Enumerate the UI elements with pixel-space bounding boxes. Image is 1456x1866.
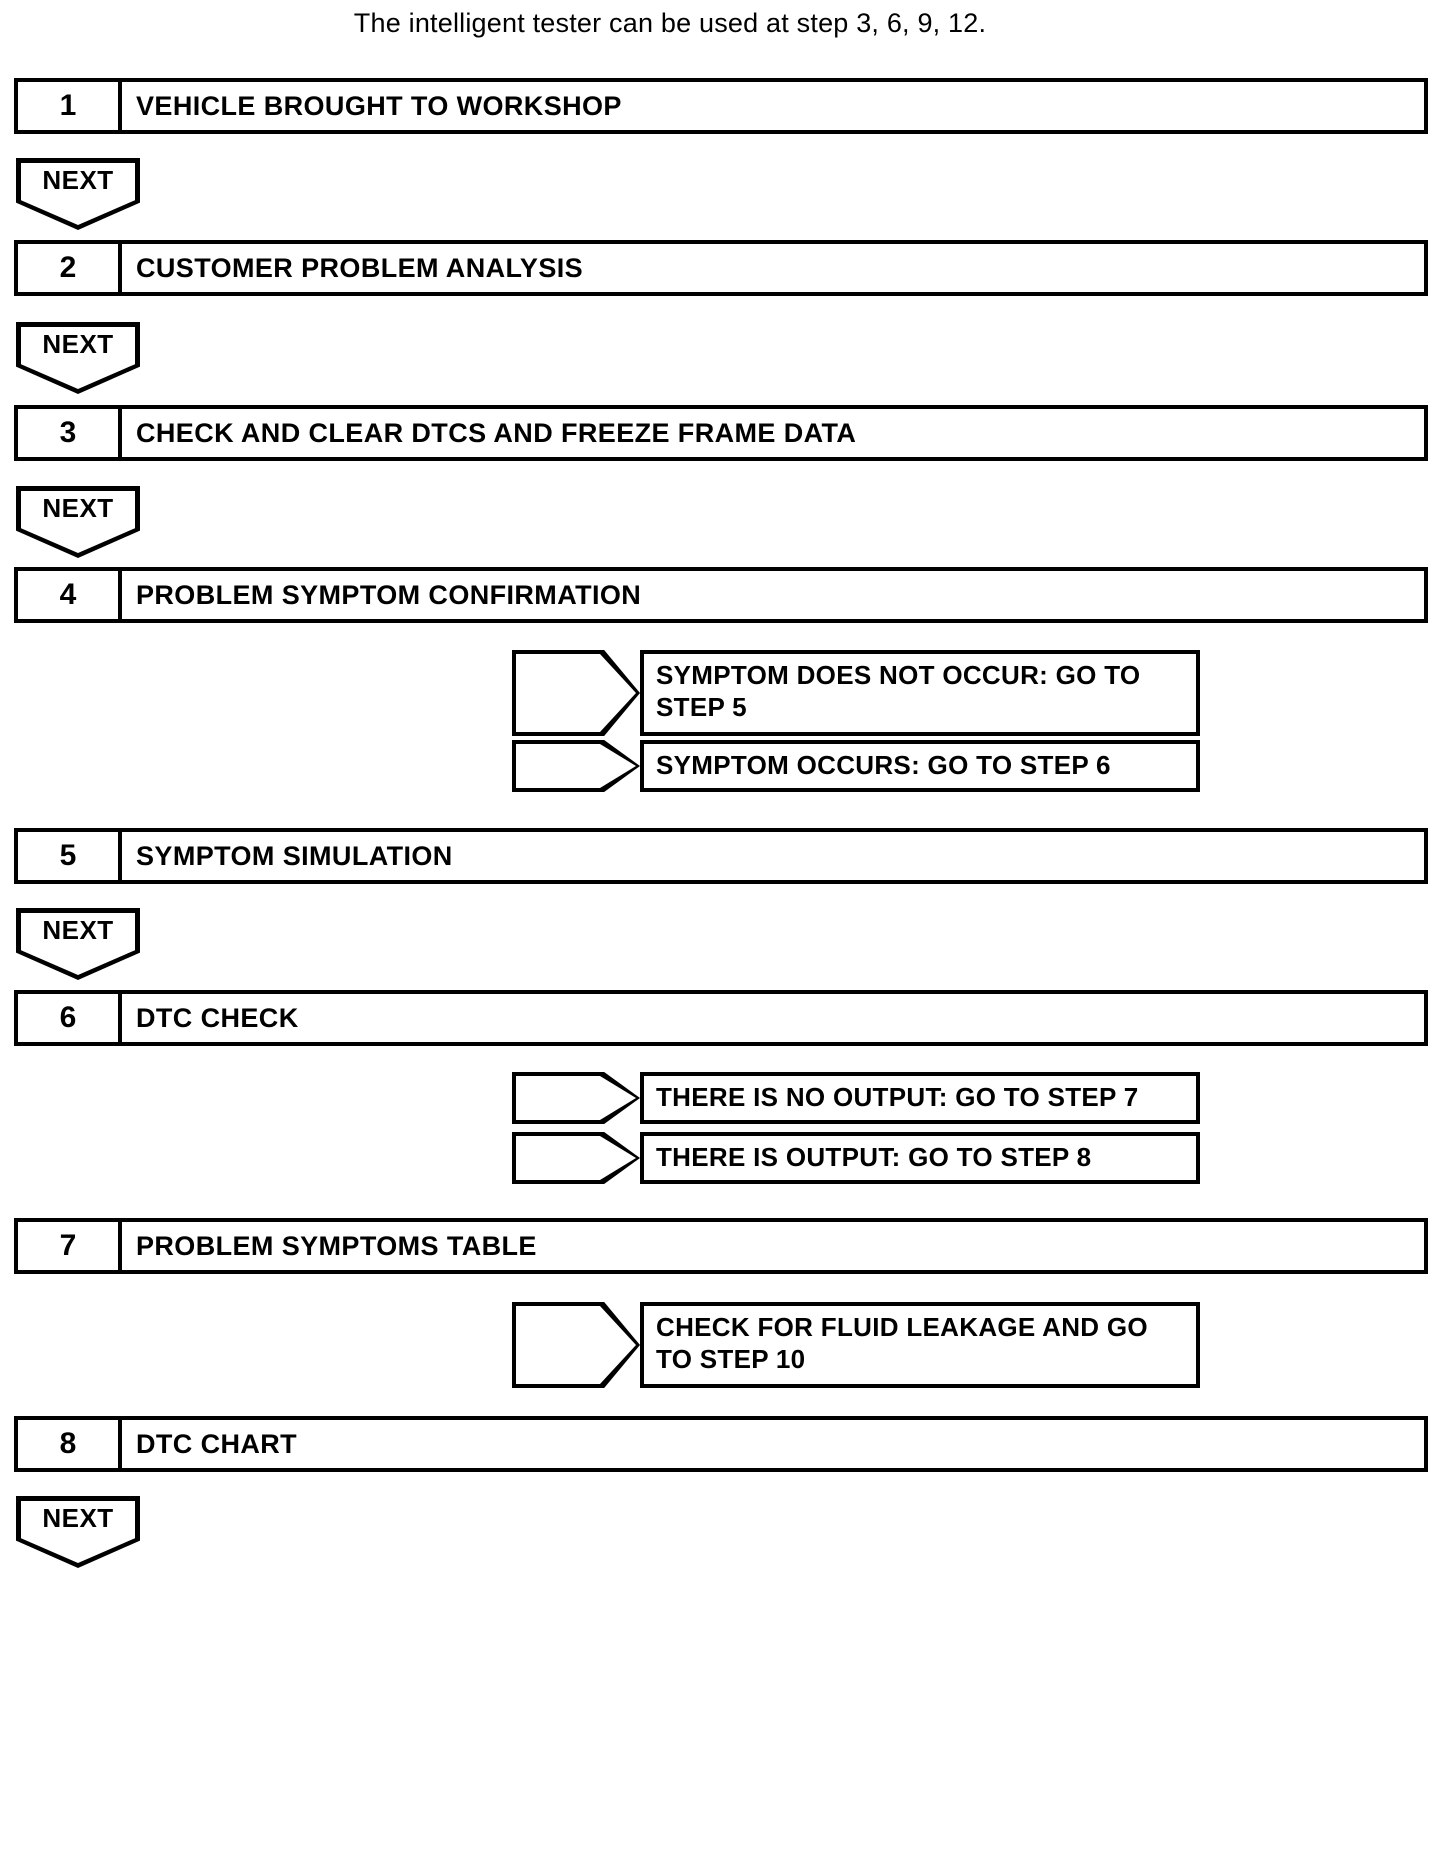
step-row-4: 4 PROBLEM SYMPTOM CONFIRMATION [14, 567, 1428, 623]
branch-label-symptom-does-not-occur: SYMPTOM DOES NOT OCCUR: GO TO STEP 5 [640, 650, 1200, 736]
branch-group-symptom-does-not-occur: SYMPTOM DOES NOT OCCUR: GO TO STEP 5 [512, 650, 1200, 736]
step-row-1: 1 VEHICLE BROUGHT TO WORKSHOP [14, 78, 1428, 134]
step-number-2: 2 [18, 244, 122, 292]
header-note: The intelligent tester can be used at st… [353, 8, 987, 38]
step-number-7: 7 [18, 1222, 122, 1270]
branch-group-no-output: THERE IS NO OUTPUT: GO TO STEP 7 [512, 1072, 1200, 1124]
branch-group-fluid-leakage: CHECK FOR FLUID LEAKAGE AND GO TO STEP 1… [512, 1302, 1200, 1388]
next-arrow-label-5: NEXT [42, 1503, 114, 1533]
step-label-5: SYMPTOM SIMULATION [136, 840, 453, 871]
step-number-6: 6 [18, 994, 122, 1042]
step-label-3: CHECK AND CLEAR DTCS AND FREEZE FRAME DA… [136, 417, 857, 448]
next-arrow-1: NEXT [16, 158, 140, 230]
next-arrow-3: NEXT [16, 486, 140, 558]
step-row-6: 6 DTC CHECK [14, 990, 1428, 1046]
branch-arrow-icon [512, 650, 640, 736]
branch-group-symptom-occurs: SYMPTOM OCCURS: GO TO STEP 6 [512, 740, 1200, 792]
branch-arrow-fill [516, 1076, 636, 1120]
step-number-4: 4 [18, 571, 122, 619]
branch-arrow-fill [516, 654, 636, 732]
branch-arrow-icon [512, 740, 640, 792]
step-number-8: 8 [18, 1420, 122, 1468]
branch-arrow-icon [512, 1302, 640, 1388]
branch-arrow-icon [512, 1132, 640, 1184]
next-arrow-label-4: NEXT [42, 915, 114, 945]
branch-label-no-output: THERE IS NO OUTPUT: GO TO STEP 7 [640, 1072, 1200, 1124]
next-arrow-2: NEXT [16, 322, 140, 394]
step-row-8: 8 DTC CHART [14, 1416, 1428, 1472]
step-row-3: 3 CHECK AND CLEAR DTCS AND FREEZE FRAME … [14, 405, 1428, 461]
step-number-5: 5 [18, 832, 122, 880]
step-label-7: PROBLEM SYMPTOMS TABLE [136, 1230, 537, 1261]
step-label-8: DTC CHART [136, 1428, 298, 1459]
step-number-1: 1 [18, 82, 122, 130]
step-number-3: 3 [18, 409, 122, 457]
branch-arrow-fill [516, 1306, 636, 1384]
step-row-2: 2 CUSTOMER PROBLEM ANALYSIS [14, 240, 1428, 296]
branch-label-output: THERE IS OUTPUT: GO TO STEP 8 [640, 1132, 1200, 1184]
branch-arrow-fill [516, 1136, 636, 1180]
next-arrow-5: NEXT [16, 1496, 140, 1568]
step-label-4: PROBLEM SYMPTOM CONFIRMATION [136, 579, 642, 610]
step-row-5: 5 SYMPTOM SIMULATION [14, 828, 1428, 884]
step-label-1: VEHICLE BROUGHT TO WORKSHOP [136, 90, 622, 121]
step-label-6: DTC CHECK [136, 1002, 299, 1033]
next-arrow-label-3: NEXT [42, 493, 114, 523]
step-row-7: 7 PROBLEM SYMPTOMS TABLE [14, 1218, 1428, 1274]
branch-arrow-fill [516, 744, 636, 788]
next-arrow-label-1: NEXT [42, 165, 114, 195]
step-label-2: CUSTOMER PROBLEM ANALYSIS [136, 252, 584, 283]
branch-arrow-icon [512, 1072, 640, 1124]
branch-group-output: THERE IS OUTPUT: GO TO STEP 8 [512, 1132, 1200, 1184]
next-arrow-label-2: NEXT [42, 329, 114, 359]
branch-label-symptom-occurs: SYMPTOM OCCURS: GO TO STEP 6 [640, 740, 1200, 792]
branch-label-fluid-leakage: CHECK FOR FLUID LEAKAGE AND GO TO STEP 1… [640, 1302, 1200, 1388]
next-arrow-4: NEXT [16, 908, 140, 980]
